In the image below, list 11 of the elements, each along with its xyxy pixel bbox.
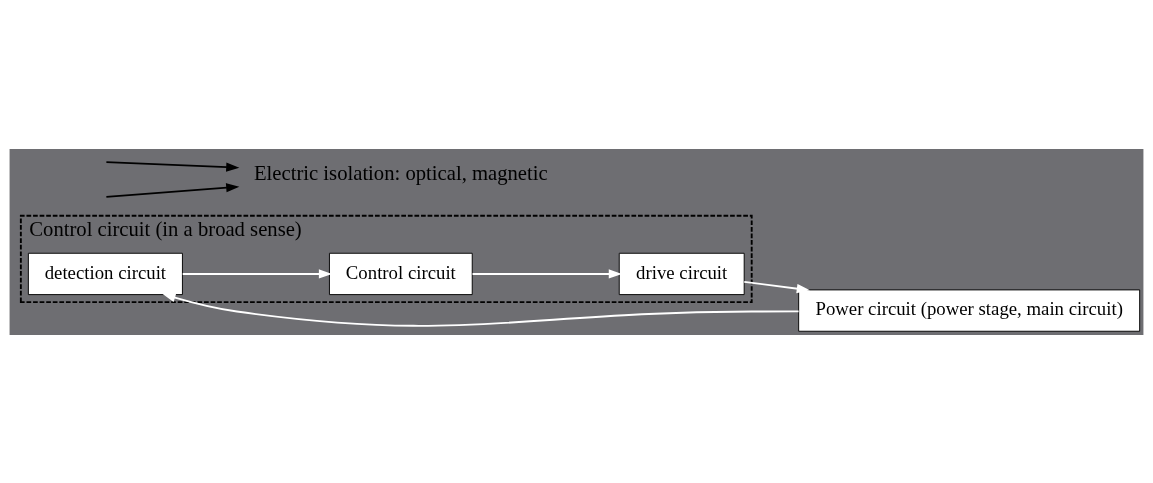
arrow — [471, 268, 622, 279]
node-text: Electric isolation: optical, magnetic — [253, 161, 548, 184]
arrow — [105, 160, 240, 172]
node-box: detection circuit — [27, 252, 183, 295]
node-box: Control circuit — [328, 252, 473, 295]
node-box: Power circuit (power stage, main circuit) — [798, 288, 1141, 332]
arrow — [743, 280, 810, 293]
node-box: drive circuit — [618, 252, 745, 295]
arrow — [181, 268, 333, 279]
arrow — [105, 182, 240, 198]
arrow — [162, 292, 800, 327]
